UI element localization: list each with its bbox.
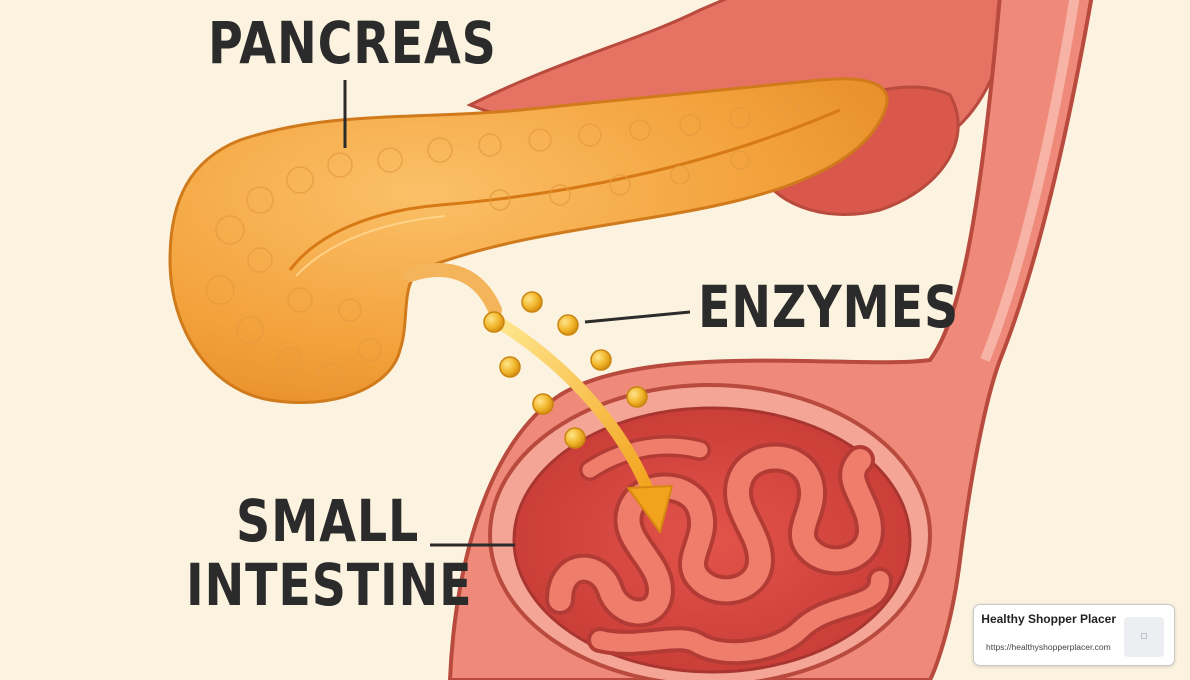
small-intestine-label-line2: INTESTINE [186, 551, 473, 619]
source-badge[interactable]: Healthy Shopper Placer https://healthysh… [973, 604, 1175, 666]
small-intestine-label-line1: SMALL [236, 487, 420, 555]
badge-title: Healthy Shopper Placer [981, 612, 1116, 626]
enzyme-droplet [483, 311, 505, 333]
enzymes-label: ENZYMES [698, 273, 960, 341]
enzyme-droplet [532, 393, 554, 415]
enzymes-leader-line [584, 310, 691, 324]
pancreas-texture [205, 98, 800, 388]
enzyme-flow-arrow [489, 314, 673, 533]
enzyme-droplets [483, 291, 648, 449]
enzyme-droplet [564, 427, 586, 449]
pancreas [168, 77, 889, 405]
pancreas-label: PANCREAS [208, 9, 497, 77]
enzyme-droplet [590, 349, 612, 371]
intestine-coils [545, 435, 893, 666]
badge-url: https://healthyshopperplacer.com [986, 642, 1111, 652]
enzyme-droplet [521, 291, 543, 313]
image-placeholder-icon: ▫ [1124, 617, 1164, 657]
enzyme-droplet [557, 314, 579, 336]
enzyme-droplet [626, 386, 648, 408]
enzyme-droplet [499, 356, 521, 378]
